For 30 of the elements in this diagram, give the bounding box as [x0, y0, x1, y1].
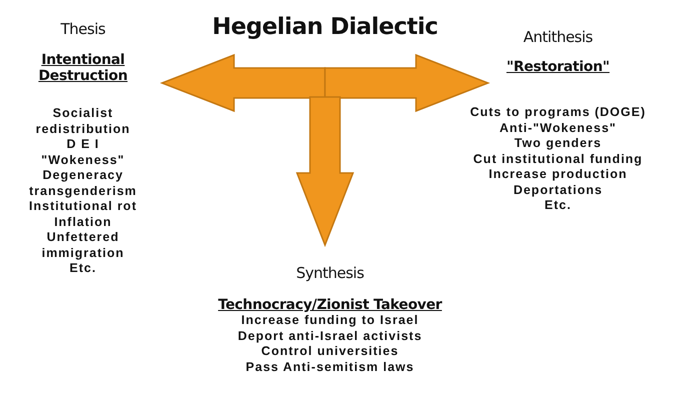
list-item: transgenderism: [28, 184, 138, 199]
list-item: Etc.: [544, 198, 572, 214]
list-item: Two genders: [513, 136, 603, 152]
stage-subheading: Intentional Destruction: [37, 52, 129, 84]
list-item: D E I: [66, 137, 100, 152]
block-arrow: [160, 54, 326, 112]
list-item: Increase funding to Israel: [240, 313, 420, 328]
list-item: Pass Anti-semitism laws: [244, 360, 416, 375]
list-item: Deportations: [512, 182, 604, 198]
stage-heading: Thesis: [60, 20, 106, 38]
list-item: Unfettered immigration: [40, 230, 126, 261]
list-item: Inflation: [53, 214, 113, 230]
list-item: Socialist redistribution: [34, 106, 132, 137]
list-item: Anti-"Wokeness": [498, 120, 618, 136]
stage-subheading: "Restoration": [506, 59, 610, 75]
list-item: Etc.: [68, 261, 98, 276]
block-arrow: [296, 96, 354, 248]
list-item: Increase production: [488, 167, 628, 182]
list-item: Degeneracy: [42, 168, 124, 184]
list-item: Control universities: [260, 344, 400, 360]
block-arrow: [324, 54, 490, 112]
stage-heading: Synthesis: [295, 264, 365, 282]
diagram-title: Hegelian Dialectic: [211, 14, 439, 40]
stage-subheading: Technocracy/Zionist Takeover: [218, 297, 442, 313]
list-item: Institutional rot: [28, 199, 138, 214]
stage-heading: Antithesis: [522, 28, 594, 46]
list-item: Deport anti-Israel activists: [236, 328, 424, 344]
list-item: Cuts to programs (DOGE): [469, 105, 647, 120]
list-item: "Wokeness": [40, 152, 126, 168]
list-item: Cut institutional funding: [472, 152, 644, 167]
